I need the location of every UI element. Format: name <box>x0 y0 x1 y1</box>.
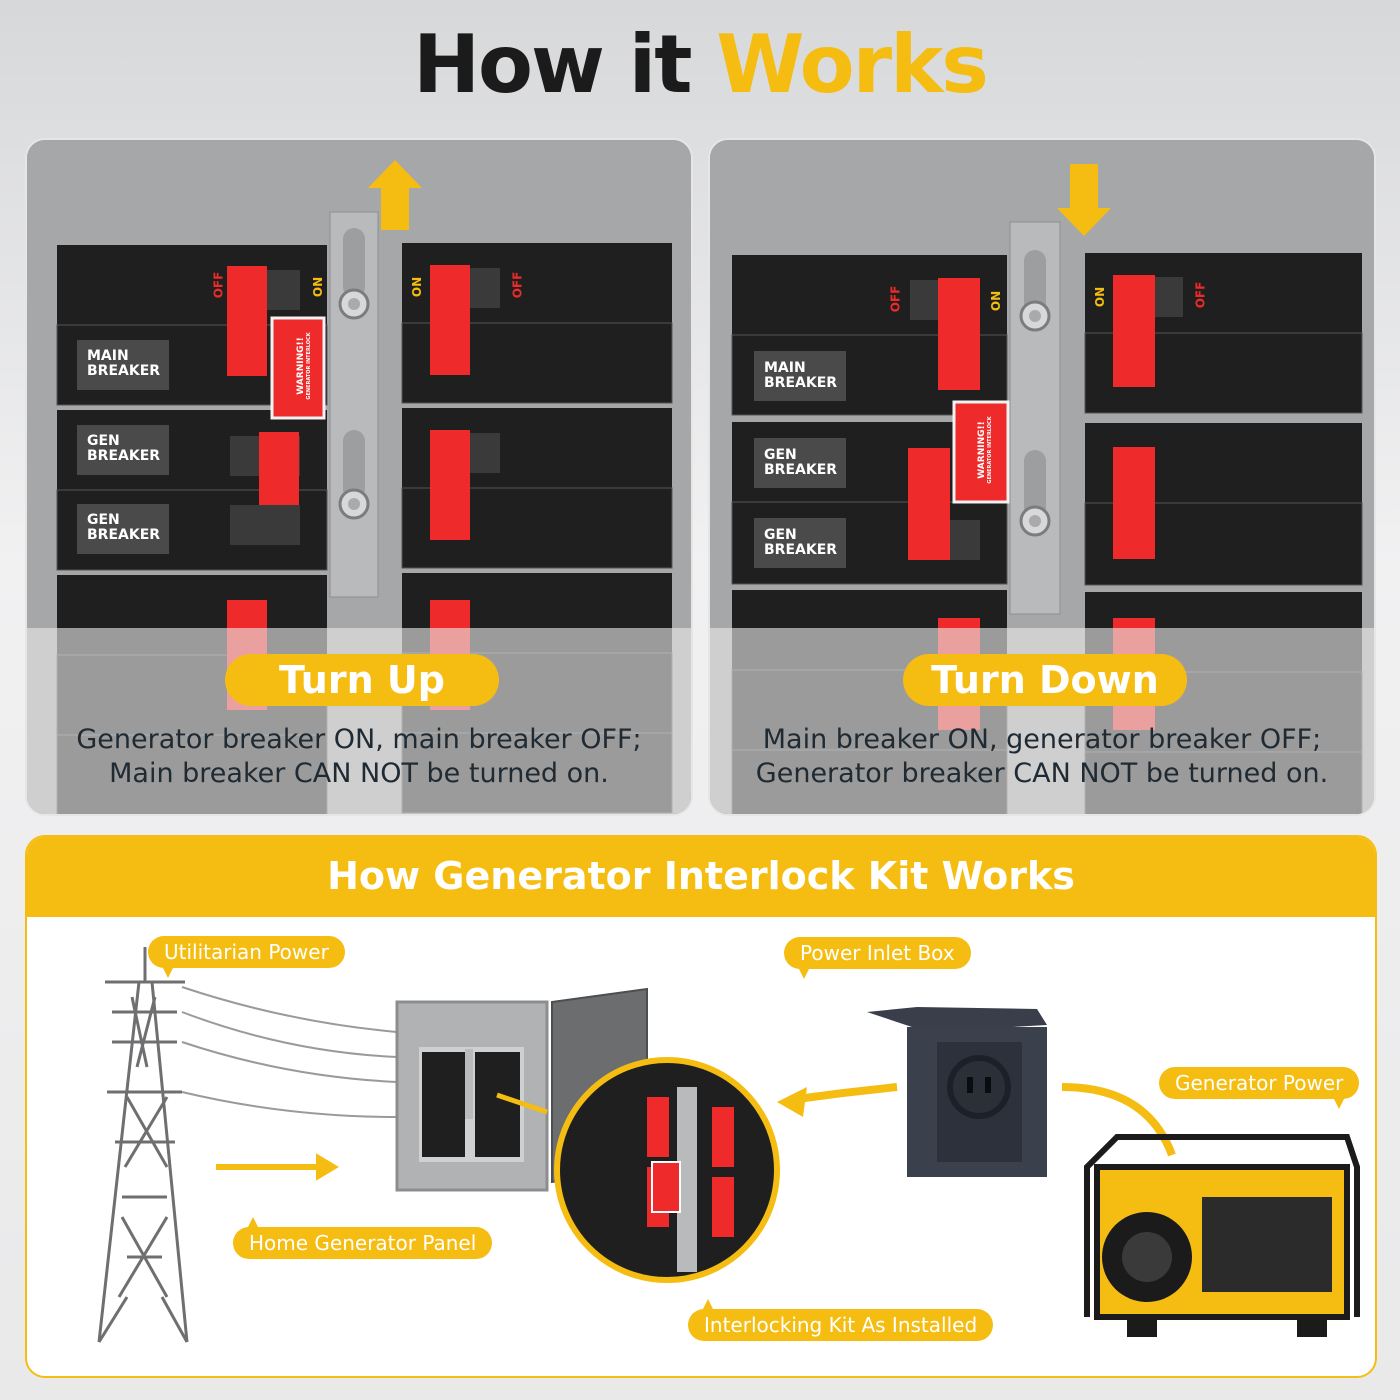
power-tower-icon <box>97 947 189 1343</box>
on-label-right: ON <box>1093 286 1108 308</box>
off-label: OFF <box>888 285 903 313</box>
tag-power-inlet-box: Power Inlet Box <box>784 937 971 979</box>
zoom-interlock-plate <box>677 1087 697 1272</box>
on-label-right: ON <box>410 276 425 298</box>
zoom-pointer <box>496 1092 548 1115</box>
turn-up-description: Generator breaker ON, main breaker OFF; … <box>76 724 642 789</box>
arrow-left-curve <box>796 1083 898 1103</box>
generator-icon <box>1084 1134 1360 1337</box>
breaker-illustration-down <box>710 140 1374 814</box>
up-arrow-icon <box>368 160 422 230</box>
power-lines <box>181 986 398 1118</box>
down-arrow-icon <box>1057 164 1111 236</box>
how-kit-works-section: How Generator Interlock Kit Works <box>25 835 1377 1378</box>
arrow-left-icon <box>777 1087 807 1117</box>
turn-up-pill: Turn Up <box>225 654 499 706</box>
warning-text: WARNING!!GENERATOR INTERLOCK <box>977 416 993 484</box>
generator-link-curve <box>1061 1083 1176 1157</box>
off-label-right: OFF <box>510 271 525 299</box>
on-label: ON <box>989 290 1004 312</box>
warning-label <box>952 400 1010 504</box>
on-label: ON <box>311 276 326 298</box>
section-heading: How Generator Interlock Kit Works <box>27 837 1375 917</box>
arrow-right-icon <box>216 1153 339 1181</box>
title-part-1: How it <box>413 18 717 111</box>
turn-down-pill: Turn Down <box>903 654 1187 706</box>
tag-interlocking-kit: Interlocking Kit As Installed <box>688 1299 994 1341</box>
off-label-right: OFF <box>1193 281 1208 309</box>
warning-label <box>270 316 326 420</box>
turn-down-description: Main breaker ON, generator breaker OFF; … <box>755 724 1329 789</box>
power-inlet-box-icon <box>867 1007 1047 1177</box>
breaker-illustration-up <box>27 140 691 814</box>
title-part-2: Works <box>716 18 989 111</box>
tag-home-generator-panel: Home Generator Panel <box>233 1217 493 1259</box>
power-flow-illustration <box>97 947 1360 1343</box>
off-label: OFF <box>211 271 226 299</box>
tag-generator-power: Generator Power <box>1159 1067 1360 1109</box>
page-title: How it Works <box>0 18 1400 111</box>
tag-utility-power: Utilitarian Power <box>148 936 345 978</box>
warning-text: WARNING!!GENERATOR INTERLOCK <box>296 332 312 400</box>
